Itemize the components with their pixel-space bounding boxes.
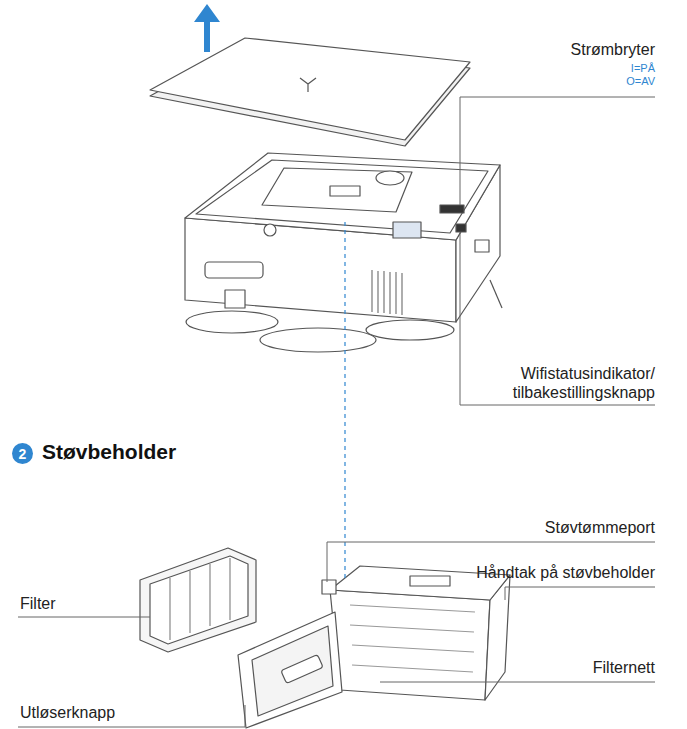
- bin-handle: [410, 576, 450, 586]
- switch-state: O=AV: [560, 75, 655, 88]
- leader-line: [460, 97, 655, 205]
- part-label: Strømbryter: [560, 40, 655, 59]
- body-top: [185, 153, 500, 240]
- switch-state: I=PÅ: [560, 62, 655, 75]
- body-front: [185, 218, 456, 322]
- callout-circle: 2Støvbeholder: [12, 443, 33, 464]
- dust-port: [322, 580, 336, 594]
- filter-face: [150, 556, 248, 644]
- part-label: Håndtak på støvbeholder: [400, 563, 655, 582]
- callout-number: 2: [12, 443, 33, 464]
- bin-door-panel: [252, 626, 333, 716]
- leader-line: [18, 617, 150, 618]
- display: [393, 222, 421, 238]
- front-sensor: [225, 290, 245, 308]
- part-label: Utløserknapp: [20, 703, 200, 722]
- leader-line: [460, 232, 655, 405]
- bumper-sensor: [205, 262, 263, 278]
- leader-line: [380, 682, 655, 683]
- bin-door: [238, 612, 342, 728]
- section-heading: Støvbeholder: [42, 440, 176, 464]
- top-sensor: [376, 171, 404, 185]
- top-button: [264, 224, 276, 236]
- lid: [150, 38, 470, 140]
- part-label: Støvtømmeport: [460, 518, 655, 537]
- side-sensor: [475, 240, 489, 252]
- bin-slot: [262, 168, 412, 212]
- mop: [366, 320, 454, 340]
- wifi-button: [456, 224, 466, 232]
- part-label: Wifistatusindikator/ tilbakestillingskna…: [490, 364, 655, 402]
- bin-front: [330, 590, 490, 700]
- leader-line: [505, 587, 655, 600]
- part-label: Filter: [20, 594, 140, 613]
- lift-arrow: [194, 4, 220, 52]
- leader-line: [327, 542, 655, 582]
- slot-latch: [330, 186, 360, 196]
- mop: [260, 328, 376, 352]
- filter: [140, 548, 256, 652]
- insert-guide: [344, 222, 345, 582]
- mop: [186, 311, 278, 333]
- part-label: Filternett: [500, 658, 655, 677]
- release-button: [281, 654, 323, 683]
- body-top-rim: [196, 160, 488, 233]
- side-brush: [490, 280, 502, 308]
- lid-logo: [300, 78, 316, 92]
- power-switch: [440, 205, 464, 213]
